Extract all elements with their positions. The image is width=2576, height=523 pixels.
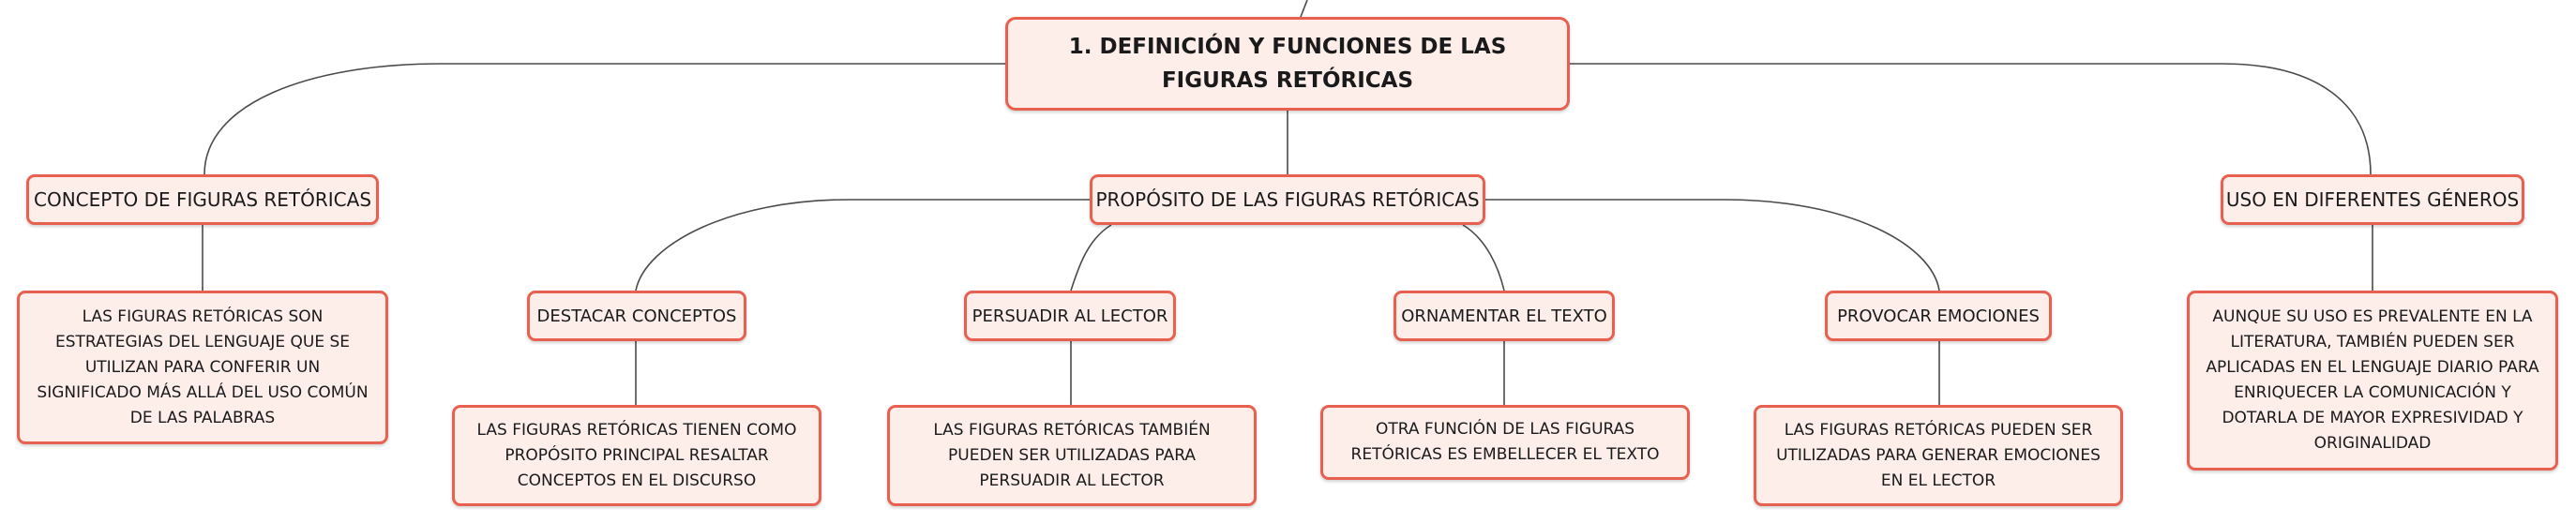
detail-uso-text: AUNQUE SU USO ES PREVALENTE EN LA LITERA… — [2206, 307, 2539, 453]
detail-ornamentar-text: OTRA FUNCIÓN DE LAS FIGURAS RETÓRICAS ES… — [1350, 420, 1660, 464]
topic-concepto-label: CONCEPTO DE FIGURAS RETÓRICAS — [33, 188, 372, 211]
detail-destacar[interactable]: LAS FIGURAS RETÓRICAS TIENEN COMO PROPÓS… — [452, 405, 821, 506]
subtopic-ornamentar-label: ORNAMENTAR EL TEXTO — [1401, 306, 1607, 326]
connector-proposito-provocar — [1485, 199, 1940, 291]
detail-uso[interactable]: AUNQUE SU USO ES PREVALENTE EN LA LITERA… — [2187, 291, 2558, 471]
topic-proposito[interactable]: PROPÓSITO DE LAS FIGURAS RETÓRICAS — [1090, 174, 1485, 225]
connector-proposito-ornamentar — [1462, 224, 1505, 291]
topic-uso[interactable]: USO EN DIFERENTES GÉNEROS — [2221, 174, 2524, 225]
connector-proposito-persuadir — [1070, 224, 1112, 291]
subtopic-persuadir-label: PERSUADIR AL LECTOR — [972, 306, 1168, 326]
subtopic-ornamentar[interactable]: ORNAMENTAR EL TEXTO — [1393, 291, 1615, 341]
connector-root-concepto — [203, 63, 1005, 175]
root-topic-title: 1. DEFINICIÓN Y FUNCIONES DE LAS FIGURAS… — [1068, 35, 1507, 93]
detail-destacar-text: LAS FIGURAS RETÓRICAS TIENEN COMO PROPÓS… — [476, 420, 797, 490]
subtopic-destacar-label: DESTACAR CONCEPTOS — [536, 306, 737, 326]
subtopic-destacar[interactable]: DESTACAR CONCEPTOS — [527, 291, 746, 341]
detail-provocar[interactable]: LAS FIGURAS RETÓRICAS PUEDEN SER UTILIZA… — [1754, 405, 2123, 506]
detail-ornamentar[interactable]: OTRA FUNCIÓN DE LAS FIGURAS RETÓRICAS ES… — [1320, 405, 1690, 480]
subtopic-provocar[interactable]: PROVOCAR EMOCIONES — [1825, 291, 2052, 341]
topic-proposito-label: PROPÓSITO DE LAS FIGURAS RETÓRICAS — [1095, 188, 1480, 211]
detail-concepto[interactable]: LAS FIGURAS RETÓRICAS SON ESTRATEGIAS DE… — [17, 291, 388, 444]
topic-concepto[interactable]: CONCEPTO DE FIGURAS RETÓRICAS — [26, 174, 379, 225]
detail-persuadir-text: LAS FIGURAS RETÓRICAS TAMBIÉN PUEDEN SER… — [933, 420, 1211, 490]
detail-provocar-text: LAS FIGURAS RETÓRICAS PUEDEN SER UTILIZA… — [1776, 420, 2101, 490]
detail-persuadir[interactable]: LAS FIGURAS RETÓRICAS TAMBIÉN PUEDEN SER… — [887, 405, 1257, 506]
connector-parent — [1300, 0, 1308, 18]
subtopic-provocar-label: PROVOCAR EMOCIONES — [1837, 306, 2040, 326]
connector-proposito-destacar — [635, 199, 1090, 291]
topic-uso-label: USO EN DIFERENTES GÉNEROS — [2225, 188, 2520, 211]
detail-concepto-text: LAS FIGURAS RETÓRICAS SON ESTRATEGIAS DE… — [37, 306, 369, 427]
subtopic-persuadir[interactable]: PERSUADIR AL LECTOR — [964, 291, 1176, 341]
root-topic[interactable]: 1. DEFINICIÓN Y FUNCIONES DE LAS FIGURAS… — [1005, 17, 1570, 111]
connector-root-uso — [1570, 63, 2372, 175]
